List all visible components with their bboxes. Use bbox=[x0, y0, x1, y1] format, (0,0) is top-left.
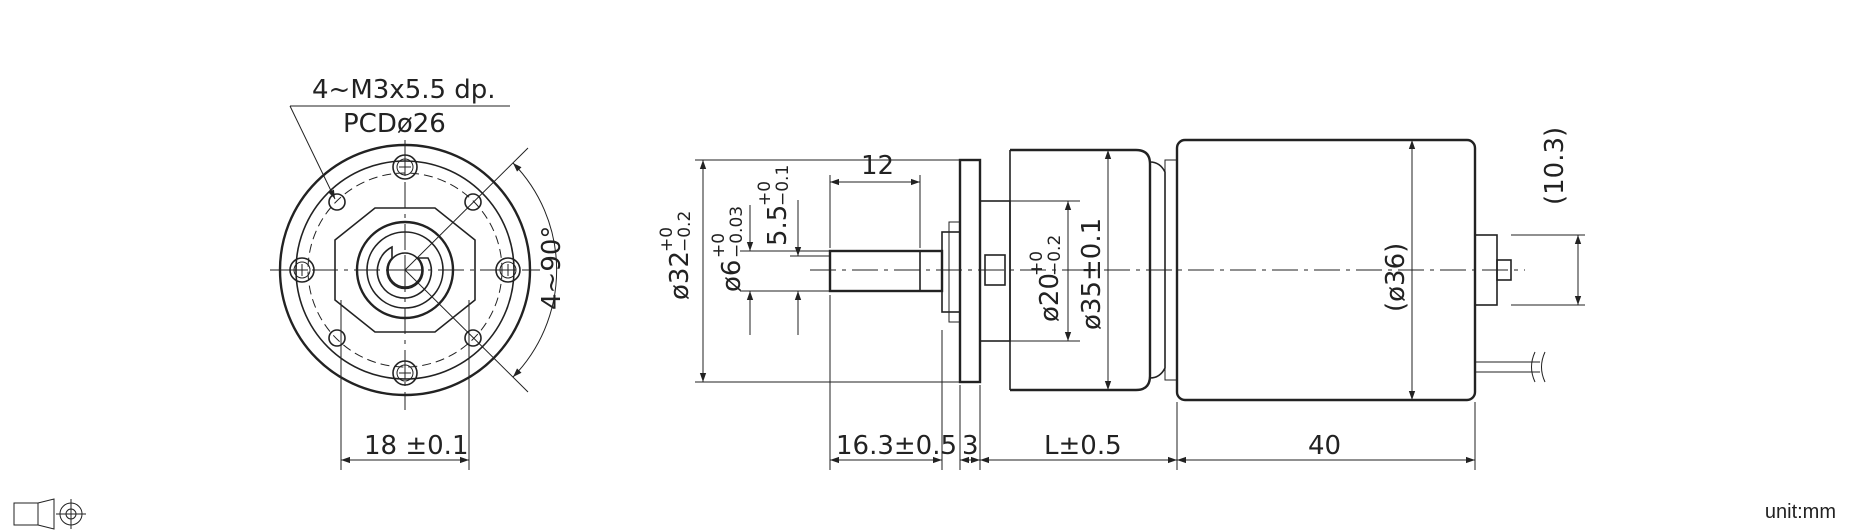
shaft-tol-lower: −0.03 bbox=[727, 206, 747, 258]
shaft-length-label: 12 bbox=[861, 151, 894, 181]
shaft-tol-upper: +0 bbox=[709, 233, 729, 258]
tapped-hole bbox=[464, 193, 482, 211]
mount-screw bbox=[289, 257, 315, 283]
boss-tol-upper: +0 bbox=[1027, 251, 1047, 276]
shaft-ext-label: 16.3±0.5 bbox=[836, 431, 957, 461]
output-shaft bbox=[828, 249, 944, 293]
mount-screw bbox=[495, 257, 521, 283]
flange-tol-lower: −0.2 bbox=[675, 211, 695, 252]
flat-dim-label: 5.5 bbox=[763, 205, 793, 246]
side-view: 12 ø32 +0 −0.2 ø6 +0 −0.03 5.5 +0 −0.1 bbox=[657, 127, 1585, 470]
width-dim-label: 18 ±0.1 bbox=[364, 431, 468, 461]
front-view: 4~M3x5.5 dp. PCDø26 4~90° 18 ±0.1 bbox=[270, 75, 567, 470]
angle-label: 4~90° bbox=[537, 226, 567, 310]
flange-dia-label: ø32 bbox=[665, 251, 695, 300]
tapped-hole bbox=[328, 193, 346, 211]
terminal-offset-label: (10.3) bbox=[1540, 127, 1570, 205]
mount-screw bbox=[392, 360, 418, 386]
tapped-hole bbox=[464, 329, 482, 347]
gearbox-body bbox=[1010, 148, 1152, 392]
gearbox-dia-label: ø35±0.1 bbox=[1077, 218, 1107, 330]
motor-len-label: 40 bbox=[1308, 431, 1341, 461]
boss-tol-lower: −0.2 bbox=[1045, 235, 1065, 276]
mount-screw bbox=[392, 154, 418, 180]
hole-note-label: 4~M3x5.5 dp. bbox=[312, 75, 496, 105]
motor-dia-label: (ø36) bbox=[1381, 243, 1411, 312]
unit-label: unit:mm bbox=[1764, 501, 1836, 523]
tapped-hole bbox=[328, 329, 346, 347]
flat-tol-upper: +0 bbox=[755, 181, 775, 206]
third-angle-projection-icon bbox=[13, 498, 86, 530]
shaft-dia-label: ø6 bbox=[717, 260, 747, 292]
flange-tol-upper: +0 bbox=[657, 227, 677, 252]
gear-len-label: L±0.5 bbox=[1044, 431, 1122, 461]
pcd-label: PCDø26 bbox=[343, 109, 446, 139]
mounting-flange bbox=[958, 158, 982, 384]
boss-dia-label: ø20 bbox=[1035, 273, 1065, 322]
flange-thk-label: 3 bbox=[962, 431, 979, 461]
flat-tol-lower: −0.1 bbox=[773, 165, 793, 206]
